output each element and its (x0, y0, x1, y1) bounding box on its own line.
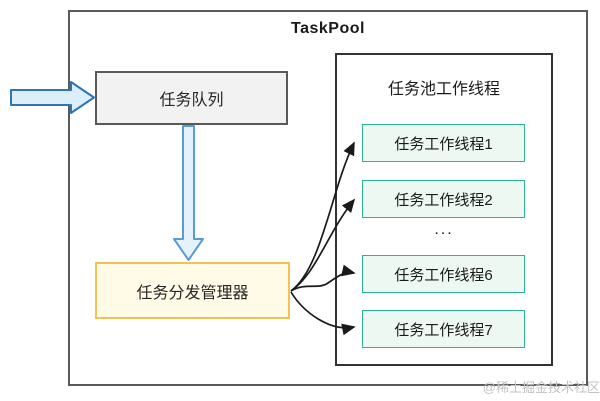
worker-thread-panel: 任务池工作线程 任务工作线程1 任务工作线程2 ... 任务工作线程6 任务工作… (335, 53, 553, 366)
worker-thread-box-2: 任务工作线程2 (362, 180, 525, 218)
task-dispatcher-box: 任务分发管理器 (95, 262, 290, 319)
worker-thread-label-6: 任务工作线程6 (394, 266, 493, 284)
worker-panel-title: 任务池工作线程 (387, 81, 500, 98)
worker-thread-label-2: 任务工作线程2 (394, 191, 493, 209)
worker-thread-label-7: 任务工作线程7 (394, 321, 493, 339)
worker-thread-box-7: 任务工作线程7 (362, 310, 525, 348)
worker-thread-box-6: 任务工作线程6 (362, 255, 525, 293)
worker-thread-label-1: 任务工作线程1 (394, 135, 493, 153)
worker-thread-box-1: 任务工作线程1 (362, 124, 525, 162)
diagram-title: TaskPool (291, 20, 365, 37)
worker-threads-ellipsis: ... (434, 221, 454, 238)
task-queue-box: 任务队列 (95, 71, 288, 125)
task-dispatcher-label: 任务分发管理器 (136, 284, 249, 302)
watermark: @稀土掘金技术社区 (482, 380, 600, 395)
task-queue-label: 任务队列 (159, 92, 224, 109)
